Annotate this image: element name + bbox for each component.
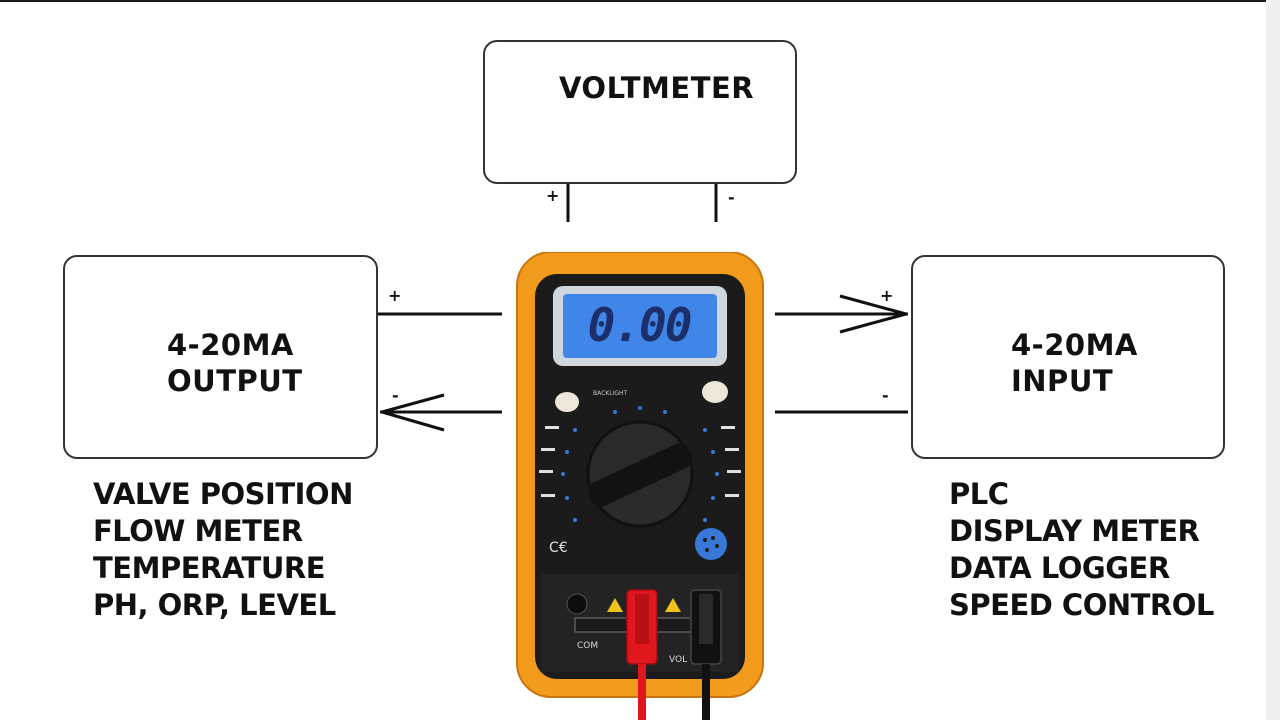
output-device-title: 4-20MA OUTPUT bbox=[167, 327, 303, 399]
right-button bbox=[702, 381, 728, 403]
multimeter-graphic: BACKLIGHT C€ COM VOL bbox=[516, 251, 764, 720]
ce-mark: C€ bbox=[549, 540, 568, 556]
list-item: VALVE POSITION bbox=[93, 477, 353, 511]
voltmeter-box: VOLTMETER bbox=[483, 40, 797, 184]
output-negative-label: - bbox=[392, 386, 399, 405]
output-title-line1: 4-20MA bbox=[167, 328, 294, 362]
voltmeter-positive-label: + bbox=[546, 186, 560, 205]
list-item: TEMPERATURE bbox=[93, 551, 326, 585]
black-lead-wire bbox=[702, 664, 710, 720]
lcd-display bbox=[563, 294, 717, 358]
com-label: COM bbox=[577, 641, 598, 651]
vol-label: VOL bbox=[669, 655, 687, 665]
warning-icon-right bbox=[665, 598, 681, 612]
top-border bbox=[0, 0, 1280, 2]
input-title-line2: INPUT bbox=[1011, 364, 1114, 398]
digital-multimeter: BACKLIGHT C€ COM VOL bbox=[515, 251, 765, 720]
output-title-line2: OUTPUT bbox=[167, 364, 303, 398]
backlight-label: BACKLIGHT bbox=[593, 390, 628, 397]
red-lead-wire bbox=[638, 664, 646, 720]
left-button bbox=[555, 392, 579, 412]
voltmeter-negative-label: - bbox=[728, 188, 735, 207]
voltmeter-title: VOLTMETER bbox=[559, 71, 755, 105]
dial-pointer bbox=[588, 443, 693, 507]
input-device-title: 4-20MA INPUT bbox=[1011, 327, 1138, 399]
input-device-box: 4-20MA INPUT bbox=[911, 255, 1225, 459]
output-arrow-head bbox=[380, 393, 445, 432]
list-item: PLC bbox=[949, 477, 1009, 511]
right-edge-strip bbox=[1266, 0, 1280, 720]
list-item: FLOW METER bbox=[93, 514, 303, 548]
list-item: DATA LOGGER bbox=[949, 551, 1170, 585]
input-arrow-head bbox=[839, 294, 908, 334]
output-device-box: 4-20MA OUTPUT bbox=[63, 255, 378, 459]
warning-icon-left bbox=[607, 598, 623, 612]
output-positive-label: + bbox=[388, 286, 402, 305]
input-negative-label: - bbox=[882, 386, 889, 405]
input-title-line1: 4-20MA bbox=[1011, 328, 1138, 362]
output-examples-list: VALVE POSITION FLOW METER TEMPERATURE PH… bbox=[93, 476, 353, 624]
list-item: SPEED CONTROL bbox=[949, 588, 1214, 622]
lcd-reading: 0.00 bbox=[587, 298, 693, 352]
input-examples-list: PLC DISPLAY METER DATA LOGGER SPEED CONT… bbox=[949, 476, 1214, 624]
list-item: PH, ORP, LEVEL bbox=[93, 588, 336, 622]
com-jack bbox=[566, 593, 588, 615]
input-positive-label: + bbox=[880, 286, 894, 305]
list-item: DISPLAY METER bbox=[949, 514, 1200, 548]
transistor-socket bbox=[695, 528, 727, 560]
